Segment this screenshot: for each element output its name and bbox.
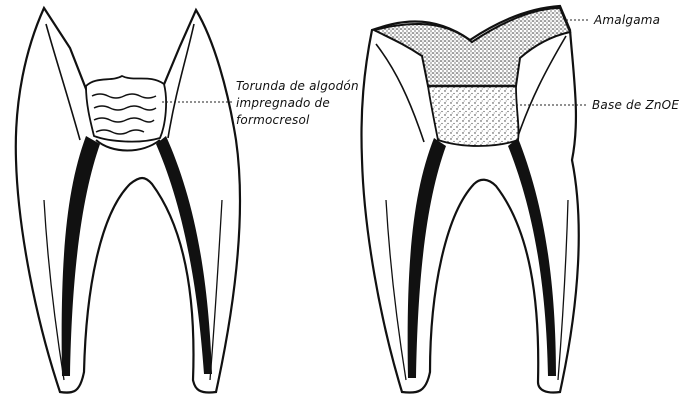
cotton-label-line-3: formocresol bbox=[236, 113, 310, 127]
zinc-oxide-eugenol-base bbox=[428, 86, 519, 146]
right-tooth bbox=[361, 6, 590, 393]
cotton-label-line-1: Torunda de algodón bbox=[236, 79, 359, 93]
cotton-pellet-label: Torunda de algodón impregnado de formocr… bbox=[236, 79, 363, 127]
cotton-label-line-2: impregnado de bbox=[236, 96, 330, 110]
cotton-pellet bbox=[86, 76, 166, 142]
amalgam-label: Amalgama bbox=[593, 13, 660, 27]
znoe-base-label: Base de ZnOE bbox=[592, 98, 679, 112]
left-tooth bbox=[16, 8, 240, 393]
